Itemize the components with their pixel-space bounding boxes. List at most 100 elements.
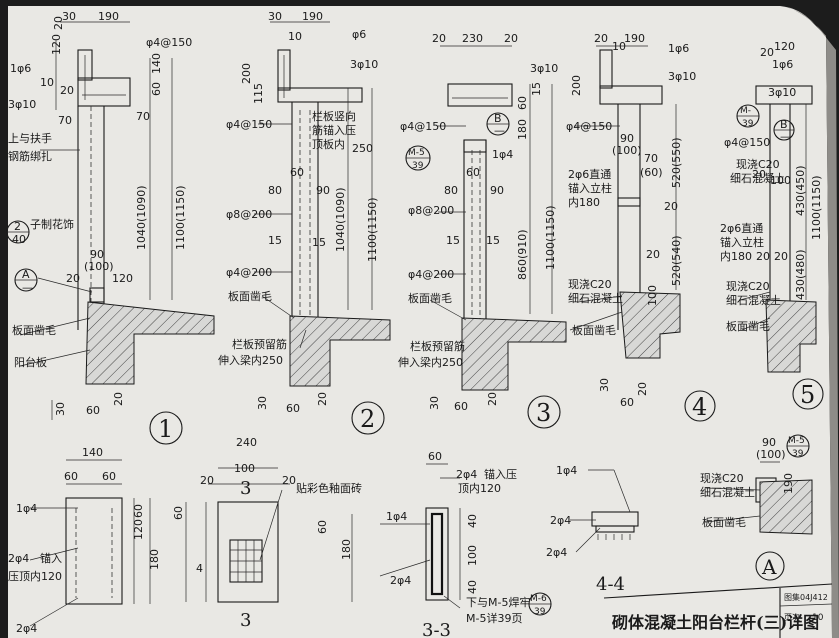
svg-text:M-: M-: [740, 106, 751, 116]
d2-dim-250: 250: [352, 142, 373, 155]
s1-dim-60a: 60: [64, 470, 78, 483]
detail4-slab: [619, 291, 681, 359]
d4-dim-60b: 60: [620, 396, 634, 409]
s1-dim-140: 140: [82, 446, 103, 459]
dA-label-cast-c20: 现浇C20: [700, 472, 744, 485]
s2-label-glazed-tile: 贴彩色釉面砖: [296, 481, 362, 495]
s2-dim-100: 100: [234, 462, 255, 475]
d4-dim-phi4-150: φ4@150: [566, 120, 612, 133]
s3-title: 3-3: [422, 620, 451, 638]
d3-dim-1100: 1100(1150): [544, 205, 557, 270]
svg-text:M-5: M-5: [408, 148, 425, 158]
d1-label-ornament: 子制花饰: [30, 217, 74, 231]
detail5-slab: [765, 299, 817, 373]
detail4-number-circle: 4: [684, 390, 716, 422]
s3-dim-40b: 40: [466, 580, 479, 594]
d1-ref-bubble-A: A —: [14, 268, 38, 294]
d3-dim-60b: 60: [466, 166, 480, 179]
d2-dim-30b: 30: [256, 396, 269, 410]
d3-dim-60c: 60: [454, 400, 468, 413]
s3-label-weld-m5: 下与M-5焊牢: [466, 595, 530, 609]
d2-dim-60b: 60: [286, 402, 300, 415]
d2-label-into-cap: 顶板内: [312, 137, 345, 151]
s1-dim-60b: 60: [102, 470, 116, 483]
section-1-1: 140 60 60 120 60 180 1φ4 2φ4 锚入 压顶内120 2…: [8, 446, 161, 635]
d3-ref-bubble-B: B —: [486, 112, 510, 137]
d3-ref-bubble-M5-39: M-5 39: [405, 145, 431, 171]
d5-dim-430a: 430(450): [794, 165, 807, 216]
d3-label-into-beam: 伸入梁内250: [398, 355, 463, 369]
s3-ref-bubble-M6-39: M-6 39: [528, 592, 552, 617]
d4-dim-20: 20: [594, 32, 608, 45]
s3-dim-40a: 40: [466, 514, 479, 528]
d1-dim-60: 60: [150, 82, 163, 96]
d1-dim-20b: 20: [60, 84, 74, 97]
d5-label-fine-concrete-b: 细石混凝土: [726, 293, 781, 307]
d2-dim-20b: 20: [316, 392, 329, 406]
d2-dim-15b: 15: [312, 236, 326, 249]
d3-label-rough-surface: 板面凿毛: [408, 291, 452, 305]
s1-label-anchor: 锚入: [40, 551, 62, 565]
detail-1: 30 190 20 120 1φ6 10 20 3φ10 φ4@150 60 1…: [6, 10, 215, 445]
d4-dim-10: 10: [612, 40, 626, 53]
d4-dim-100: 100: [646, 285, 659, 306]
d1-dim-1100: 1100(1150): [174, 185, 187, 250]
d2-dim-3phi10: 3φ10: [350, 58, 378, 71]
d1-ref-bubble-2-40: 2 40: [6, 220, 30, 246]
d3-dim-230: 230: [462, 32, 483, 45]
d1-dim-90: 90: [90, 248, 104, 261]
d4-dim-100p: (100): [612, 144, 642, 157]
s1-dim-1phi4: 1φ4: [16, 502, 37, 515]
d1-dim-70b: 70: [136, 110, 150, 123]
s2-cut-mark-bottom: 3: [240, 610, 251, 631]
section-3-3: 60 2φ4 锚入压 顶内120 1φ4 2φ4 40 100 40 下与M-5…: [379, 450, 552, 638]
d4-label-fine-concrete: 细石混凝土: [568, 291, 623, 305]
d2-dim-phi4-200: φ4@200: [226, 266, 272, 279]
dA-label-fine-concrete: 细石混凝土: [700, 485, 755, 499]
d4-dim-3phi10: 3φ10: [668, 70, 696, 83]
d5-dim-20b: 20: [756, 250, 770, 263]
s4-dim-2phi4a: 2φ4: [550, 514, 571, 527]
d3-dim-phi4-150: φ4@150: [400, 120, 446, 133]
d3-dim-15a: 15: [446, 234, 460, 247]
d2-dim-phi4-150: φ4@150: [226, 118, 272, 131]
d5-ref-bubble-B: B —: [773, 118, 795, 143]
d1-dim-20: 20: [52, 16, 65, 30]
figure-number: 图集04J412: [784, 592, 828, 602]
s1-label-cap-120: 压顶内120: [8, 569, 62, 583]
dA-dim-190: 190: [782, 473, 795, 494]
d3-dim-1phi4: 1φ4: [492, 148, 513, 161]
dA-label-rough-surface: 板面凿毛: [702, 515, 746, 529]
s2-dim-20b: 20: [282, 474, 296, 487]
svg-text:5: 5: [800, 381, 815, 409]
d3-dim-15b: 15: [486, 234, 500, 247]
d2-label-reserved-bar: 栏板预留筋: [232, 337, 287, 351]
s3-label-anchor: 锚入压: [484, 467, 517, 481]
svg-text:39: 39: [792, 449, 804, 459]
d5-dim-phi4-150: φ4@150: [724, 136, 770, 149]
s1-dim-2phi4a: 2φ4: [8, 552, 29, 565]
d5-dim-20: 20: [760, 46, 774, 59]
d2-dim-60: 60: [290, 166, 304, 179]
d2-dim-1100: 1100(1150): [366, 197, 379, 262]
d2-dim-10: 10: [288, 30, 302, 43]
d3-dim-30: 30: [428, 396, 441, 410]
d3-dim-20a: 20: [432, 32, 446, 45]
detail5-number-circle: 5: [792, 378, 824, 410]
d1-dim-30: 30: [62, 10, 76, 23]
d4-label-rough-surface: 板面凿毛: [572, 323, 616, 337]
dA-slab: [759, 479, 813, 535]
d2-dim-phi8-200: φ8@200: [226, 208, 272, 221]
d4-label-2phi6: 2φ6直通: [568, 167, 611, 181]
d1-label-balcony-slab: 阳台板: [14, 355, 47, 369]
svg-text:4: 4: [692, 393, 707, 421]
d1-dim-190: 190: [98, 10, 119, 23]
detail-3: 20 230 20 3φ10 φ4@150 180 60 15 1φ4 60 8…: [398, 32, 567, 429]
svg-text:3: 3: [536, 399, 551, 427]
d3-dim-phi8-200: φ8@200: [408, 204, 454, 217]
d4-label-cast-c20: 现浇C20: [568, 278, 612, 291]
d4-dim-20b: 20: [646, 248, 660, 261]
d2-label-rough-surface: 板面凿毛: [228, 289, 272, 303]
d2-dim-15a: 15: [268, 234, 282, 247]
